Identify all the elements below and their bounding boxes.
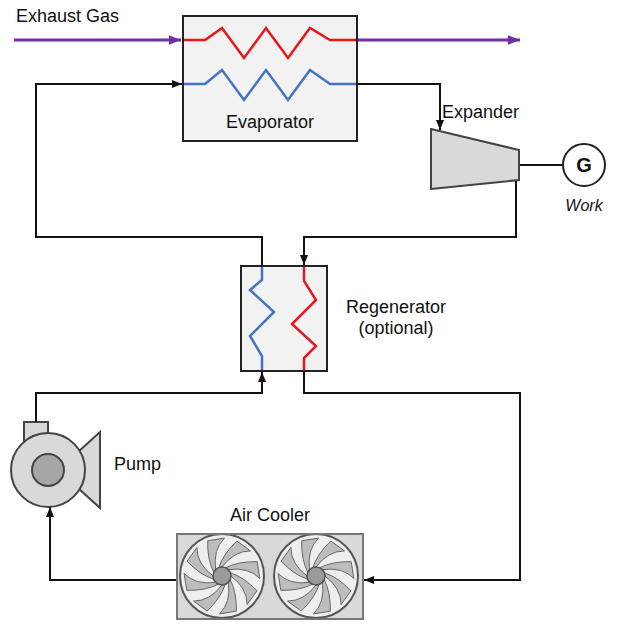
hot-coil (292, 265, 316, 372)
flow-pipe (36, 84, 262, 265)
pump-casing (11, 433, 85, 507)
exhaust-inlet (14, 39, 181, 42)
output-label: Work (565, 196, 602, 215)
fan-ring (180, 534, 264, 618)
expander-body (431, 129, 519, 189)
evaporator-box: Evaporator (182, 15, 358, 142)
cold-coil (182, 70, 358, 100)
hot-coil (182, 28, 358, 58)
flow-pipe (358, 84, 440, 130)
generator-circle: G (562, 143, 606, 187)
exhaust-outlet (358, 39, 520, 42)
node-label: Expander (442, 102, 519, 124)
flow-label: Exhaust Gas (16, 6, 119, 28)
regenerator-box: Regenerator (optional) (240, 265, 328, 372)
expander-turbine: Expander (430, 128, 520, 190)
evaporator-fill (182, 15, 358, 142)
node-label: Pump (114, 454, 161, 476)
cold-coil (250, 265, 274, 372)
flow-pipe (520, 164, 562, 166)
flow-pipe (50, 507, 176, 580)
fan-ring (274, 534, 358, 618)
node-label: Air Cooler (230, 505, 310, 527)
pump-unit: Pump (8, 422, 100, 507)
air-cooler-box: Air Cooler (176, 533, 364, 620)
node-label: Evaporator (184, 112, 356, 134)
pump-impeller (32, 454, 64, 486)
fan-blades (184, 538, 354, 614)
air-cooler-fill (176, 533, 364, 620)
regenerator-fill (240, 265, 328, 372)
fan-hub (307, 567, 325, 585)
flow-pipe (304, 372, 520, 580)
flow-pipe (304, 181, 516, 265)
node-label: Regenerator (optional) (334, 297, 458, 340)
fan-hub (213, 567, 231, 585)
expander-outline (430, 128, 520, 190)
flow-pipe (36, 372, 262, 422)
node-label: G (564, 145, 604, 185)
